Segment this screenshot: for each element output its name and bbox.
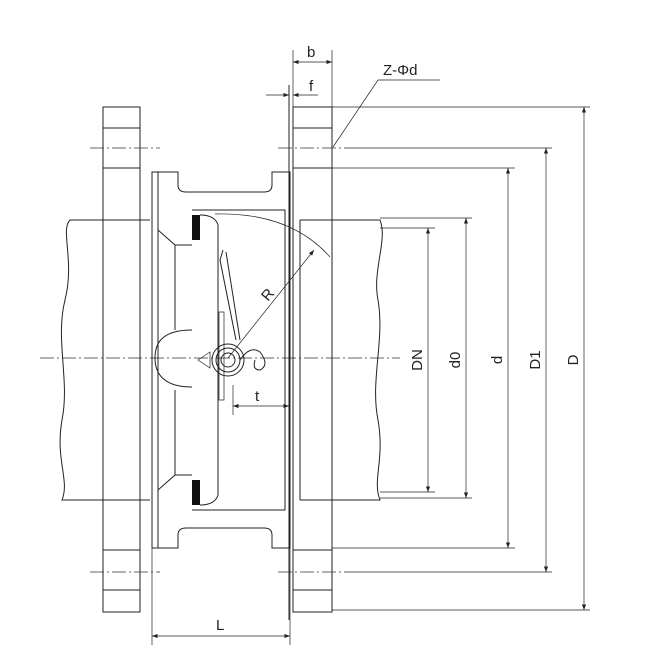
label-f: f	[309, 78, 314, 95]
label-D1: D1	[527, 350, 544, 369]
right-flange	[278, 85, 345, 620]
label-b: b	[307, 44, 315, 61]
seal-top	[192, 215, 200, 240]
left-flange	[90, 106, 160, 613]
extension-lines	[151, 50, 590, 645]
seal-bottom	[192, 480, 200, 505]
label-bolt: Z-Φd	[383, 62, 417, 79]
label-R: R	[258, 285, 278, 304]
label-D: D	[565, 354, 582, 365]
label-d: d	[489, 356, 506, 364]
valve-body	[151, 171, 331, 549]
label-d0: d0	[447, 352, 464, 369]
bolt-leader	[332, 79, 440, 148]
label-L: L	[216, 617, 224, 634]
label-DN: DN	[409, 349, 426, 371]
right-pipe	[300, 219, 383, 501]
left-pipe	[59, 219, 150, 501]
label-t: t	[255, 388, 260, 405]
